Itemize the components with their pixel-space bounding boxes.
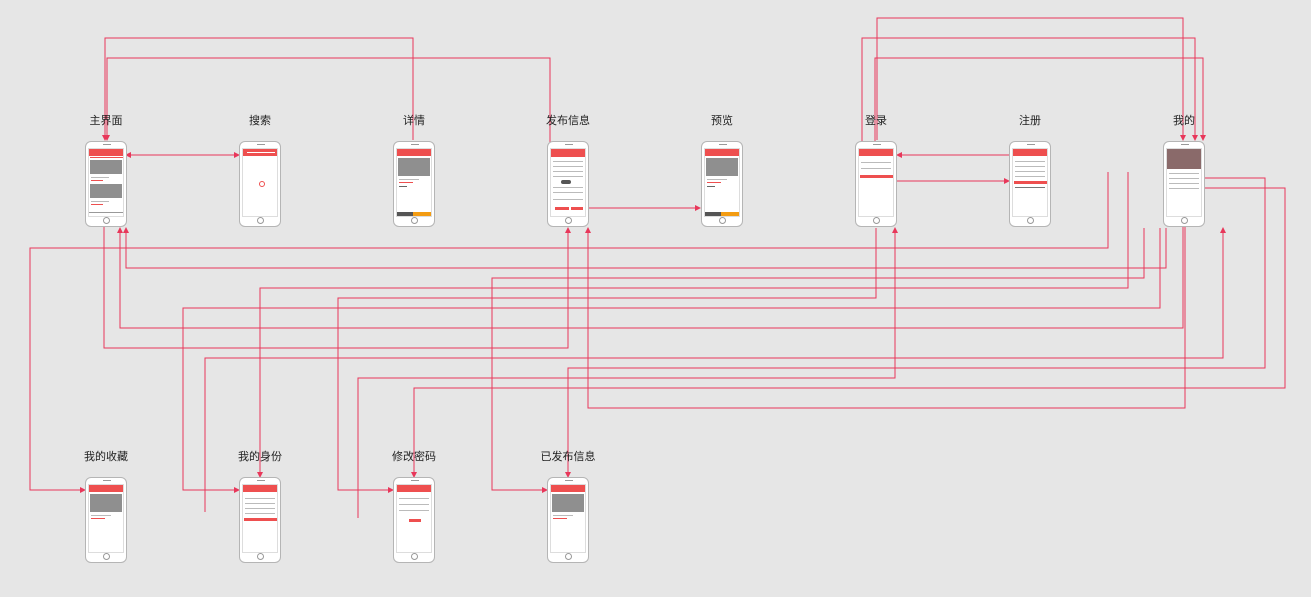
connector-login-mine <box>874 57 1206 174</box>
connector-mine-changepw <box>411 187 1286 478</box>
connector-mine-login-a <box>876 17 1186 141</box>
connector-home-detail <box>102 37 414 141</box>
phone-search[interactable] <box>239 141 281 227</box>
connector-home-publish <box>103 214 571 349</box>
screen-title-mine: 我的 <box>1173 114 1195 127</box>
screen-title-register: 注册 <box>1019 114 1041 127</box>
screen-title-published: 已发布信息 <box>540 450 596 463</box>
phone-home[interactable] <box>85 141 127 227</box>
connector-mine-favorites <box>29 172 1109 493</box>
phone-register[interactable] <box>1009 141 1051 227</box>
screen-title-favorites: 我的收藏 <box>84 450 128 463</box>
screen-title-login: 登录 <box>865 114 887 127</box>
connector-password-login <box>357 227 898 518</box>
connector-mine-identity <box>257 172 1129 478</box>
connector-mine-published <box>491 228 1145 493</box>
screen-title-change-password: 修改密码 <box>392 450 436 463</box>
connector-mine-published-b <box>585 214 1186 409</box>
screen-title-detail: 详情 <box>403 114 425 127</box>
phone-preview[interactable] <box>701 141 743 227</box>
connector-publish-home <box>104 57 551 155</box>
connector-mine-login-b <box>861 37 1198 160</box>
phone-favorites[interactable] <box>85 477 127 563</box>
connector-mine-publish <box>117 214 1184 329</box>
phone-publish[interactable] <box>547 141 589 227</box>
screen-title-search: 搜索 <box>249 114 271 127</box>
phone-identity[interactable] <box>239 477 281 563</box>
phone-detail[interactable] <box>393 141 435 227</box>
connector-mine-home <box>123 227 1167 269</box>
screen-title-publish: 发布信息 <box>546 114 590 127</box>
connector-password-mine <box>204 227 1226 512</box>
screen-title-identity: 我的身份 <box>238 450 282 463</box>
connector-login-identity <box>337 228 877 493</box>
screen-title-preview: 预览 <box>711 114 733 127</box>
phone-login[interactable] <box>855 141 897 227</box>
phone-mine[interactable] <box>1163 141 1205 227</box>
connector-identity-login <box>182 228 1161 493</box>
phone-change-password[interactable] <box>393 477 435 563</box>
screen-title-home: 主界面 <box>89 114 123 127</box>
connector-mine-password <box>565 177 1266 478</box>
phone-published[interactable] <box>547 477 589 563</box>
